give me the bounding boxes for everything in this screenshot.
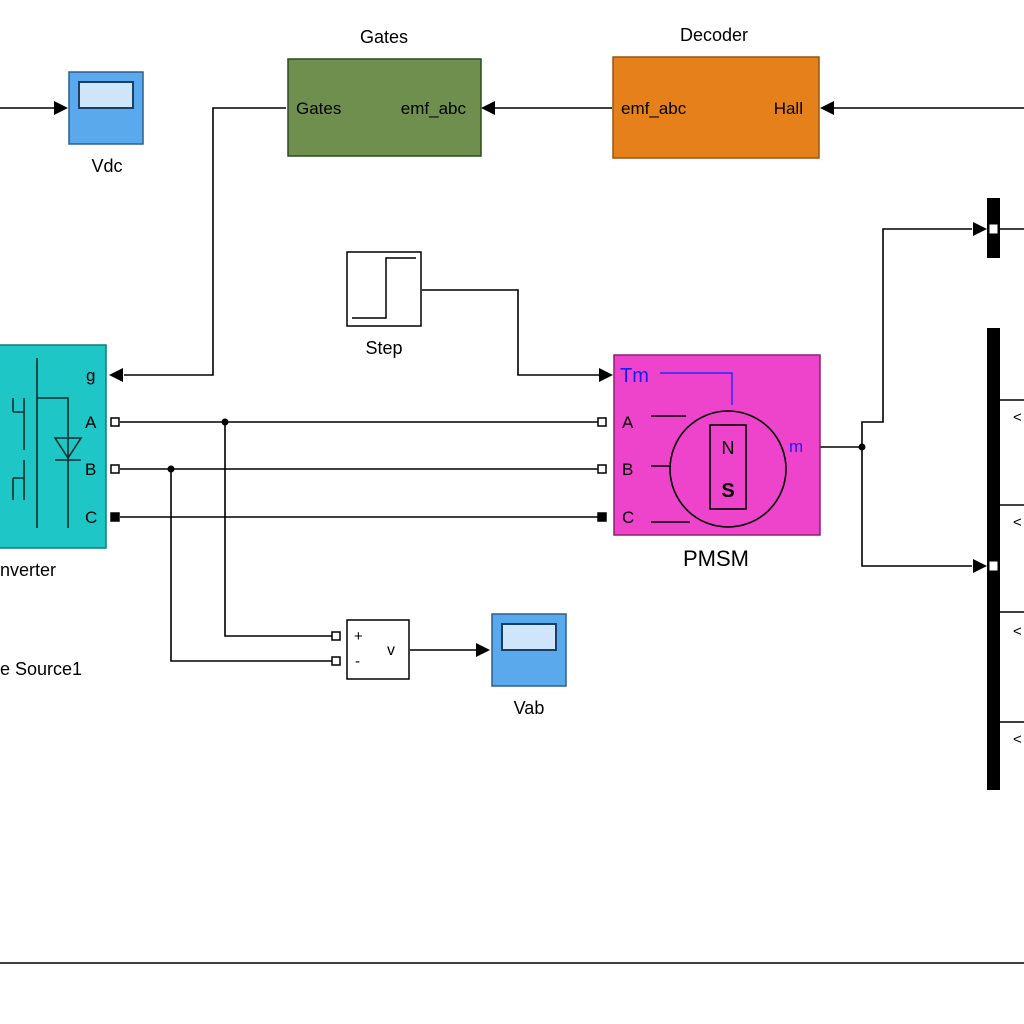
step-label: Step bbox=[365, 338, 402, 358]
port-connector bbox=[597, 417, 607, 427]
arrowhead bbox=[54, 101, 68, 115]
vdc-scope-block[interactable]: Vdc bbox=[68, 71, 144, 176]
wire-tap-b bbox=[170, 469, 332, 662]
decoder-title: Decoder bbox=[680, 25, 748, 45]
bus-output-label: < bbox=[1013, 731, 1022, 748]
port-connector bbox=[110, 417, 120, 427]
gates-port-in: emf_abc bbox=[401, 99, 467, 118]
pmsm-port-a: A bbox=[622, 413, 634, 432]
port-connector bbox=[597, 464, 607, 474]
source-label: e Source1 bbox=[0, 659, 82, 679]
pmsm-label: PMSM bbox=[683, 546, 749, 571]
pmsm-port-b: B bbox=[622, 460, 633, 479]
gates-block[interactable]: Gates Gates emf_abc bbox=[287, 27, 482, 157]
pole-s: S bbox=[721, 480, 734, 502]
arrowhead bbox=[599, 368, 613, 382]
pmsm-block[interactable]: Tm N S A B C m PMSM bbox=[597, 354, 821, 571]
port-connector bbox=[110, 512, 120, 522]
decoder-port-in: Hall bbox=[774, 99, 803, 118]
pole-n: N bbox=[722, 438, 735, 458]
junction-dots bbox=[167, 418, 866, 473]
gates-port-out: Gates bbox=[296, 99, 341, 118]
pmsm-port-c: C bbox=[622, 508, 634, 527]
vdc-label: Vdc bbox=[91, 156, 122, 176]
bus-selector-top[interactable] bbox=[987, 198, 1000, 258]
decoder-block[interactable]: Decoder emf_abc Hall bbox=[612, 25, 820, 159]
arrowhead bbox=[109, 368, 123, 382]
junction-dot bbox=[858, 443, 866, 451]
step-block[interactable]: Step bbox=[346, 251, 422, 358]
port-connector bbox=[331, 656, 341, 666]
arrowhead bbox=[476, 643, 490, 657]
bus-output-label: < bbox=[1013, 623, 1022, 640]
gates-title: Gates bbox=[360, 27, 408, 47]
vab-scope-block[interactable]: Vab bbox=[491, 613, 567, 718]
inverter-label: nverter bbox=[0, 560, 56, 580]
scope-screen-icon bbox=[501, 623, 557, 651]
motor-stator-icon bbox=[669, 410, 787, 528]
volt-minus: - bbox=[355, 653, 360, 670]
inverter-port-c: C bbox=[85, 508, 97, 527]
wire-m-out bbox=[820, 228, 972, 448]
inverter-port-b: B bbox=[85, 460, 96, 479]
signal-lines bbox=[0, 107, 1024, 723]
inverter-port-a: A bbox=[85, 413, 97, 432]
junction-dot bbox=[167, 465, 175, 473]
voltage-measurement-block[interactable]: + - v bbox=[331, 619, 410, 680]
wire-step-to-pmsm bbox=[422, 289, 602, 376]
port-connector bbox=[110, 464, 120, 474]
decoder-port-out: emf_abc bbox=[621, 99, 687, 118]
bus-selector-main[interactable] bbox=[987, 328, 1000, 790]
wire-m-branch bbox=[861, 447, 972, 567]
junction-dot bbox=[221, 418, 229, 426]
magnet-icon bbox=[709, 424, 747, 510]
bus-output-labels: < < < < bbox=[1013, 409, 1022, 748]
pmsm-port-tm: Tm bbox=[620, 365, 649, 387]
inverter-block[interactable]: g A B C nverter bbox=[0, 344, 120, 580]
port-connector bbox=[988, 560, 999, 572]
arrowhead bbox=[973, 222, 987, 236]
volt-out: v bbox=[387, 642, 395, 659]
port-connector bbox=[331, 631, 341, 641]
arrowhead bbox=[481, 101, 495, 115]
pmsm-port-m: m bbox=[789, 437, 803, 456]
tm-link bbox=[660, 372, 733, 405]
step-icon bbox=[352, 257, 416, 319]
vab-label: Vab bbox=[514, 698, 545, 718]
wire-tap-a bbox=[224, 422, 332, 637]
bus-output-label: < bbox=[1013, 409, 1022, 426]
arrowheads bbox=[54, 101, 987, 657]
igbt-diode-icon bbox=[12, 358, 83, 528]
port-connector bbox=[597, 512, 607, 522]
scope-screen-icon bbox=[78, 81, 134, 109]
wire-gates-to-inverter bbox=[124, 107, 286, 376]
arrowhead bbox=[820, 101, 834, 115]
volt-plus: + bbox=[354, 628, 363, 645]
arrowhead bbox=[973, 559, 987, 573]
bus-output-label: < bbox=[1013, 514, 1022, 531]
port-connector bbox=[988, 223, 999, 235]
inverter-port-g: g bbox=[86, 366, 95, 385]
